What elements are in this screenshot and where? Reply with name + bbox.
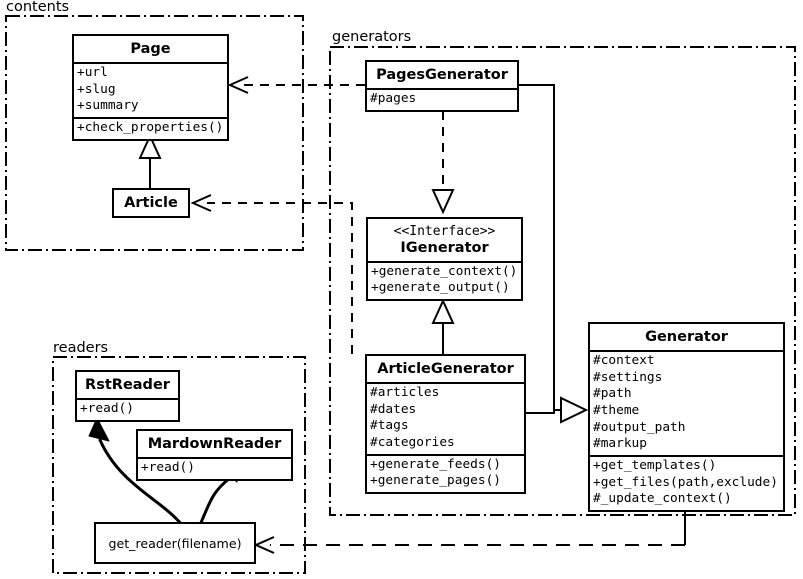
call-getreader-mardownreader <box>198 476 232 527</box>
attribute: #pages <box>370 91 417 107</box>
class-pagesgenerator-attributes: #pages <box>367 88 517 110</box>
class-rstreader-operations: +read() <box>77 398 178 420</box>
operation: +generate_feeds() <box>370 456 501 472</box>
class-generator-title: Generator <box>645 329 728 345</box>
class-articlegenerator-attributes: #articles #dates #tags #categories <box>367 382 524 454</box>
dependency-arrowhead-article <box>190 194 212 212</box>
package-label-contents: contents <box>4 0 72 15</box>
operation: +read() <box>141 460 195 476</box>
class-article[interactable]: Article <box>112 188 190 219</box>
function-get-reader[interactable]: get_reader(filename) <box>94 522 256 564</box>
operation: +get_files(path,exclude) <box>593 474 778 490</box>
class-page-operations: +check_properties() <box>74 117 227 139</box>
attribute: +slug <box>77 81 116 97</box>
generalization-arrowhead-igenerator-2 <box>431 298 455 324</box>
class-articlegenerator-title: ArticleGenerator <box>377 361 514 377</box>
class-pagesgenerator[interactable]: PagesGenerator #pages <box>365 60 519 112</box>
function-get-reader-label: get_reader(filename) <box>108 535 242 551</box>
class-page[interactable]: Page +url +slug +summary +check_properti… <box>72 34 229 141</box>
class-igenerator[interactable]: <<Interface>> IGenerator +generate_conte… <box>366 217 523 302</box>
operation: +generate_pages() <box>370 473 501 489</box>
dependency-articlegenerator-article <box>207 202 353 354</box>
attribute: #markup <box>593 436 647 452</box>
dependency-arrowhead-page <box>227 76 249 94</box>
class-generator-operations: +get_templates() +get_files(path,exclude… <box>590 454 783 510</box>
attribute: #dates <box>370 401 417 417</box>
attribute: #output_path <box>593 419 686 435</box>
attribute: #path <box>593 386 632 402</box>
package-label-readers: readers <box>51 340 111 356</box>
class-igenerator-stereotype: <<Interface>> <box>393 224 496 239</box>
class-mardownreader[interactable]: MardownReader +read() <box>136 429 293 481</box>
class-articlegenerator-operations: +generate_feeds() +generate_pages() <box>367 453 524 492</box>
class-article-title: Article <box>124 195 178 211</box>
aggregation-arrowhead-generator <box>560 396 589 424</box>
dependency-arrowhead-getreader <box>253 536 275 554</box>
class-page-attributes: +url +slug +summary <box>74 62 227 117</box>
class-igenerator-name: IGenerator <box>400 239 489 256</box>
class-generator[interactable]: Generator #context #settings #path #them… <box>588 322 785 512</box>
class-rstreader[interactable]: RstReader +read() <box>75 370 180 422</box>
class-pagesgenerator-title: PagesGenerator <box>376 67 508 83</box>
attribute: #context <box>593 353 655 369</box>
assoc-articlegenerator-generator <box>526 409 561 414</box>
operation: +generate_output() <box>371 280 510 296</box>
class-mardownreader-operations: +read() <box>138 457 291 479</box>
attribute: #settings <box>593 369 663 385</box>
operation: +get_templates() <box>593 457 717 473</box>
class-generator-attributes: #context #settings #path #theme #output_… <box>590 350 783 455</box>
operation: +generate_context() <box>371 263 518 279</box>
class-articlegenerator[interactable]: ArticleGenerator #articles #dates #tags … <box>365 354 526 494</box>
class-igenerator-title: <<Interface>> IGenerator <box>368 219 521 261</box>
class-rstreader-title: RstReader <box>85 377 170 393</box>
attribute: #categories <box>370 435 455 451</box>
attribute: +url <box>77 65 108 81</box>
class-igenerator-operations: +generate_context() +generate_output() <box>368 260 521 299</box>
attribute: +summary <box>77 98 139 114</box>
class-page-title: Page <box>130 41 171 57</box>
operation: +read() <box>80 401 134 417</box>
attribute: #tags <box>370 418 409 434</box>
operation: +check_properties() <box>77 120 224 136</box>
class-mardownreader-title: MardownReader <box>147 436 282 452</box>
package-label-generators: generators <box>330 29 414 45</box>
operation: #_update_context() <box>593 491 732 507</box>
realization-arrowhead-igenerator <box>431 189 455 215</box>
attribute: #articles <box>370 385 440 401</box>
attribute: #theme <box>593 403 640 419</box>
